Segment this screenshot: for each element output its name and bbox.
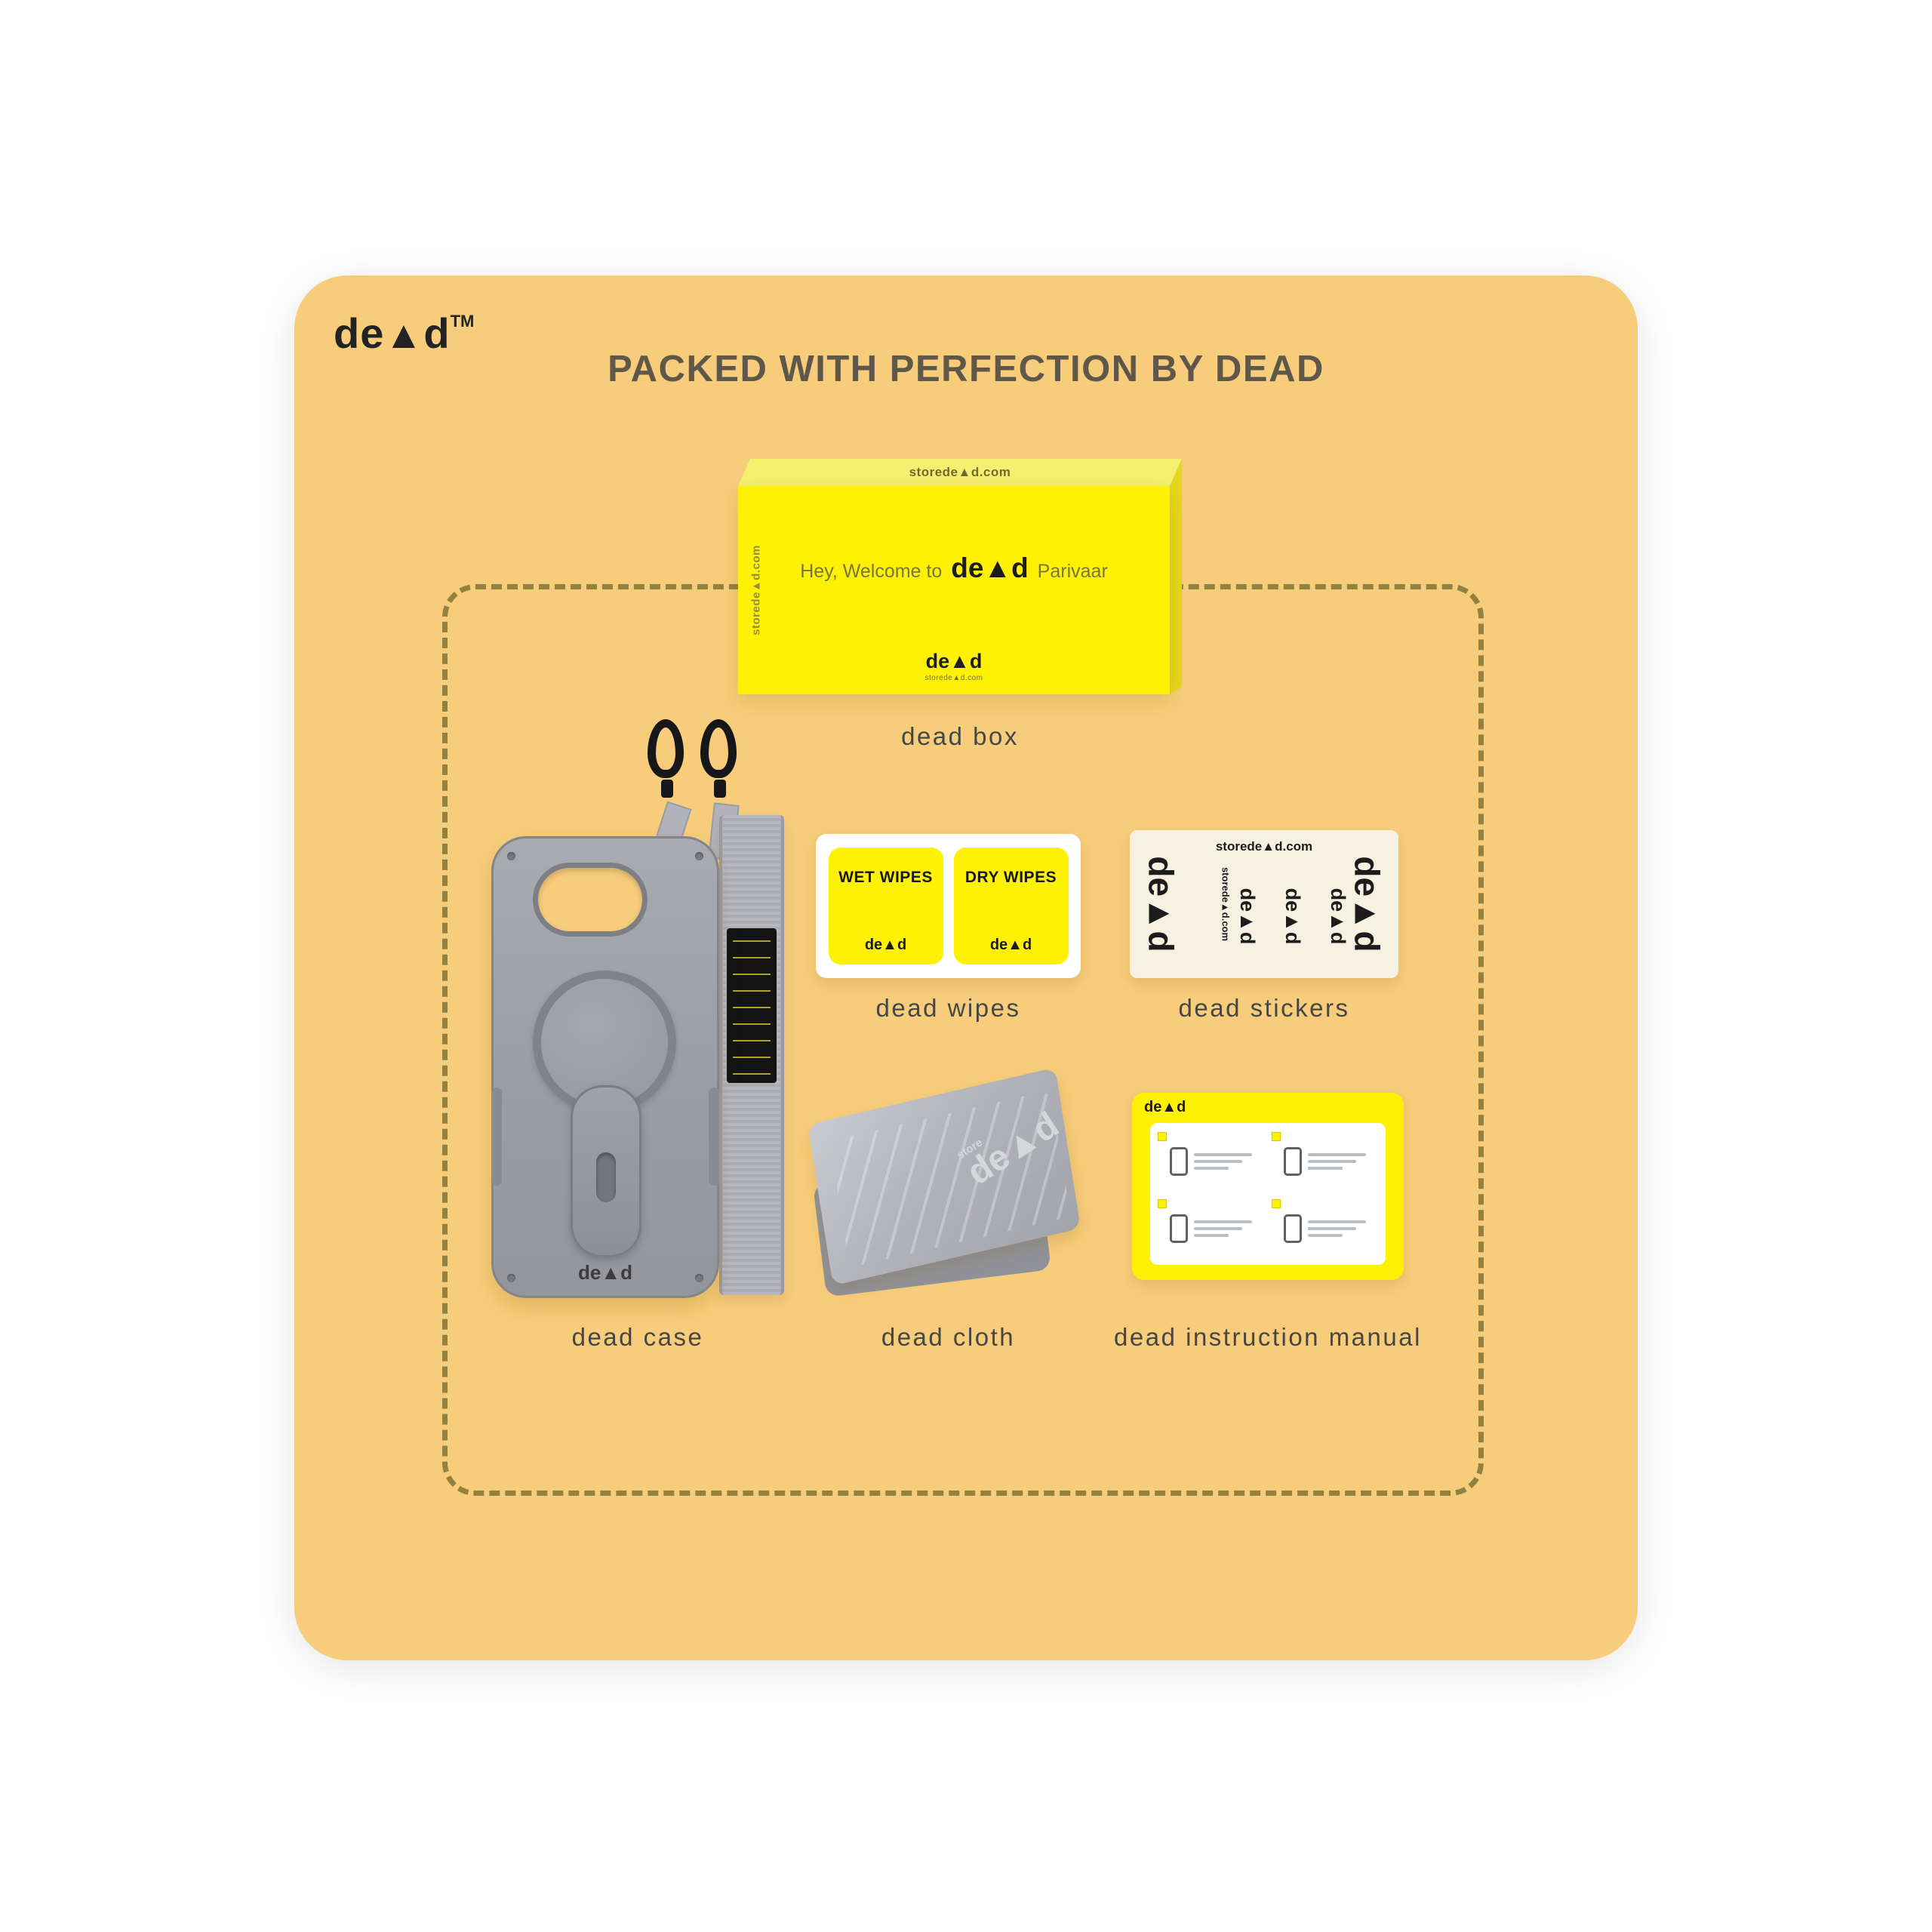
dead-box-front-face: storede▲d.com Hey, Welcome to de▲d Pariv… [738,486,1170,694]
dead-box-top-face: storede▲d.com [738,459,1182,486]
phone-case: de▲d [491,836,719,1298]
step-caption-lines [1308,1217,1377,1241]
yellow-panel: de▲dTM PACKED WITH PERFECTION BY DEAD st… [294,275,1638,1660]
dead-case-label: dead case [571,1323,704,1351]
clip-swivel [714,780,726,798]
brand-triangle-icon: ▲ [384,312,424,356]
sticker-url-vertical: storede▲d.com [1220,866,1232,942]
dead-cloth: store de▲d [808,1067,1083,1297]
dead-wipes-card: WET WIPES de▲d DRY WIPES de▲d [816,834,1081,978]
strap-label-text-lines [733,936,771,1075]
phone-illustration-icon [1170,1214,1188,1243]
dry-wipe-tile: DRY WIPES de▲d [953,848,1069,964]
clip-swivel [661,780,673,798]
sticker-logo-medium: de▲d [1235,888,1259,945]
case-brand-logo: de▲d [578,1261,632,1284]
brand-logo-suffix: d [423,309,451,357]
clip-hook [700,719,737,778]
welcome-brand-logo: de▲d [951,552,1029,583]
dead-box-bottom-logo: de▲d [925,650,983,672]
sticker-logo-medium: de▲d [1281,888,1304,945]
kickstand [571,1085,641,1257]
dead-box-side-face [1170,459,1182,694]
dead-box-bottom-url: storede▲d.com [924,674,983,682]
instruction-manual-label: dead instruction manual [1114,1323,1422,1351]
step-caption-lines [1194,1217,1263,1241]
instruction-manual-card: de▲d [1132,1093,1404,1280]
screw-detail [695,1274,703,1282]
step-marker [1272,1132,1281,1141]
screw-detail [507,852,515,860]
dead-box-label: dead box [901,722,1019,750]
welcome-prefix: Hey, Welcome to [800,561,943,582]
camera-cutout [533,863,648,937]
manual-step [1156,1129,1266,1192]
manual-step [1270,1129,1380,1192]
step-marker [1272,1199,1281,1208]
sticker-logo-large: de▲d [1347,856,1387,952]
side-grip [709,1088,719,1186]
trademark-symbol: TM [450,312,475,331]
carabiner-clip-icon [700,719,740,804]
dead-cloth-label: dead cloth [881,1323,1016,1351]
welcome-suffix: Parivaar [1037,561,1108,582]
clip-hook [648,719,684,778]
dead-stickers-label: dead stickers [1178,994,1350,1022]
dead-box-bottom-branding: de▲d storede▲d.com [738,650,1170,683]
phone-illustration-icon [1284,1146,1302,1176]
brand-logo-prefix: de [334,309,385,357]
dry-wipe-logo: de▲d [989,937,1032,953]
phone-illustration-icon [1284,1214,1302,1243]
dead-box-top-text: storede▲d.com [909,465,1011,479]
sticker-url-text: storede▲d.com [1215,839,1313,854]
wet-wipe-tile: WET WIPES de▲d [828,848,943,964]
manual-step [1156,1196,1266,1259]
wet-wipe-title: WET WIPES [838,869,933,886]
dead-box-welcome-line: Hey, Welcome to de▲d Parivaar [738,552,1170,584]
dead-stickers-card: storede▲d.com de▲d de▲d storede▲d.com de… [1130,830,1398,978]
dry-wipe-title: DRY WIPES [964,869,1057,886]
lanyard-strap [719,815,784,1295]
step-marker [1158,1199,1167,1208]
manual-steps-panel [1150,1123,1386,1265]
wet-wipe-logo: de▲d [864,937,907,953]
carabiner-clip-icon [648,719,687,804]
step-marker [1158,1132,1167,1141]
page-title: PACKED WITH PERFECTION BY DEAD [608,349,1324,389]
sticker-logo-large: de▲d [1141,856,1181,952]
manual-brand-logo: de▲d [1144,1099,1186,1115]
dead-box: storede▲d.com storede▲d.com Hey, Welcome… [738,459,1182,694]
step-caption-lines [1194,1149,1263,1174]
sticker-logo-medium: de▲d [1326,888,1349,945]
dead-wipes-label: dead wipes [875,994,1021,1022]
phone-illustration-icon [1170,1146,1188,1176]
brand-logo: de▲dTM [334,309,474,358]
step-caption-lines [1308,1149,1377,1174]
screw-detail [507,1274,515,1282]
side-grip [491,1088,502,1186]
screw-detail [695,852,703,860]
manual-step [1270,1196,1380,1259]
kickstand-slot [596,1152,616,1202]
strap-label-band [727,928,777,1083]
